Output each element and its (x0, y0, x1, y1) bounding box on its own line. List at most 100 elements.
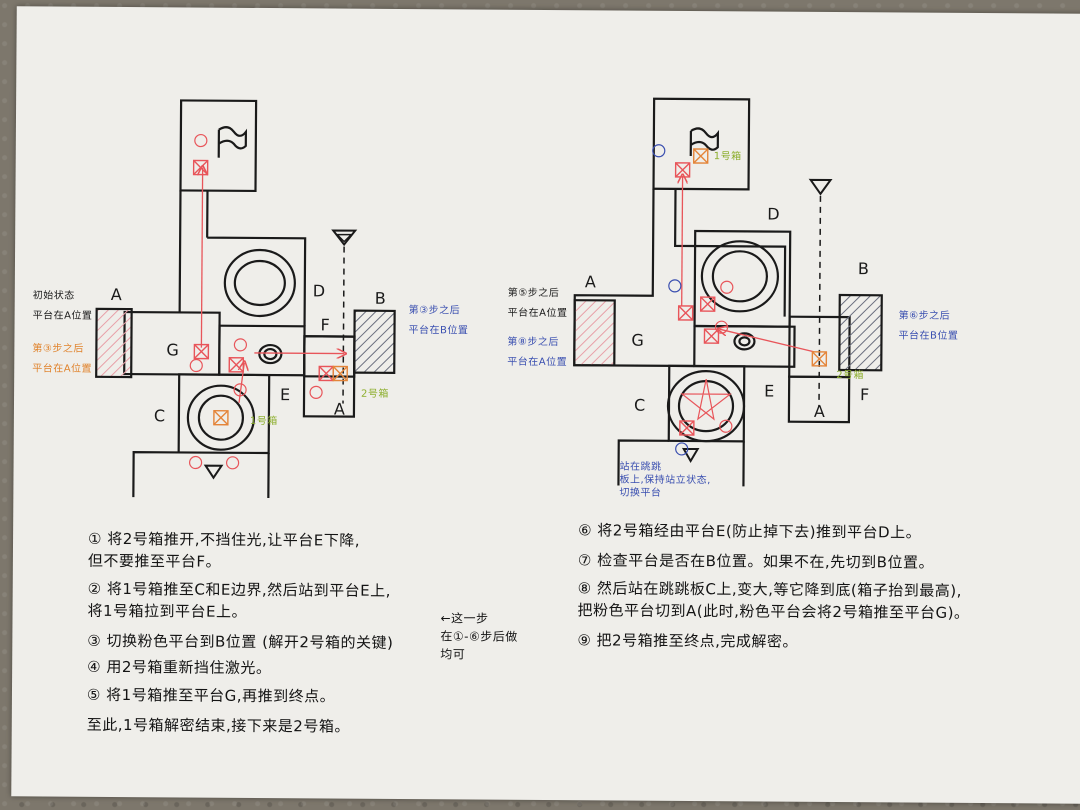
right-box1-goal-icon (692, 148, 709, 164)
right-boxes (674, 148, 828, 436)
left-label-B: B (375, 289, 386, 308)
right-box-C-icon (679, 420, 695, 436)
left-route-laser-h (254, 353, 344, 354)
right-box1-goal-note: 1号箱 (713, 151, 742, 163)
side-note: ←这一步 在①-⑥步后做 均可 (440, 611, 518, 662)
right-step-note-A-blue: 第⑧步之后 平台在A位置 (507, 336, 568, 369)
right-label-B: B (858, 259, 869, 278)
left-boxes (192, 159, 348, 426)
left-step3-note-right: 第③步之后 平台在B位置 (408, 305, 469, 337)
left-marker-2 (233, 383, 247, 397)
left-marker-3b (225, 456, 240, 470)
right-marker-6 (720, 280, 734, 294)
puzzle-diagram: A B D F G C E A (95, 97, 883, 499)
right-label-F: F (860, 385, 869, 404)
left-marker-5-G (189, 358, 203, 373)
left-big-ring-inner (233, 259, 286, 307)
left-laser-emitter-icon (331, 229, 358, 247)
right-step-markers (652, 144, 734, 456)
left-box-G-icon (193, 343, 210, 360)
instruction-step-1b: 但不要推至平台F。 (87, 551, 222, 571)
right-marker-6b (719, 419, 733, 433)
left-small-ring-inner (263, 347, 278, 361)
right-bottom-room (617, 439, 745, 487)
right-box2-icon (811, 351, 828, 367)
left-label-E: E (280, 385, 290, 404)
right-route-box2-to-goal (682, 176, 683, 306)
right-label-E: E (764, 382, 774, 401)
right-box2-note: 2号箱 (836, 370, 865, 382)
right-jump-star-icon (680, 378, 732, 421)
instruction-step-7: ⑦ 检查平台是否在B位置。如果不在,先切到B位置。 (577, 551, 935, 572)
left-marker-5-top (194, 133, 208, 148)
left-laser-beam (342, 246, 345, 404)
instruction-step-2b: 将1号箱拉到平台E上。 (87, 601, 248, 621)
right-small-ring-outer (733, 332, 756, 351)
left-bottom-room (132, 450, 270, 499)
left-marker-3a (188, 455, 203, 470)
paper-sheet: A B D F G C E A (11, 6, 1080, 804)
right-jump-board-note: 站在跳跳 板上,保持站立状态, 切换平台 (619, 461, 711, 499)
left-step3-note-orange: 第③步之后 平台在A位置 (32, 343, 93, 375)
right-step-note-B: 第⑥步之后 平台在B位置 (898, 310, 959, 342)
left-label-F: F (320, 315, 329, 334)
left-jump-pad-inner (197, 394, 245, 441)
left-jump-room-C (177, 373, 271, 455)
left-marker-1 (309, 385, 323, 399)
right-box-D-icon (699, 296, 716, 312)
right-route-box2-to-D (719, 329, 815, 353)
left-laser-emitter-inner-icon (335, 233, 353, 243)
left-big-ring-outer (223, 248, 296, 318)
instruction-step-5: ⑤ 将1号箱推至平台G,再推到终点。 (86, 685, 336, 706)
left-route-box1-to-goal (201, 168, 202, 348)
instruction-summary: 至此,1号箱解密结束,接下来是2号箱。 (86, 715, 350, 736)
right-gray-platform-B (838, 293, 883, 372)
left-box-F-icon (318, 365, 334, 382)
right-label-A: A (585, 272, 596, 291)
right-pink-platform-A (573, 299, 616, 367)
right-jump-pad-outer (666, 369, 746, 443)
left-label-A-bottom: A (334, 399, 345, 418)
left-platform-center (218, 324, 306, 377)
left-goal-flag-icon (217, 126, 248, 158)
left-label-A-top: A (111, 285, 122, 304)
instruction-step-9: ⑨ 把2号箱推至终点,完成解密。 (577, 631, 798, 651)
instruction-step-4: ④ 用2号箱重新挡住激光。 (87, 657, 272, 678)
right-goal-room (652, 97, 751, 191)
right-map (573, 97, 883, 487)
instruction-step-3: ③ 切换粉色平台到B位置 (解开2号箱的关键) (87, 631, 394, 652)
left-initial-state-note: 初始状态 平台在A位置 (32, 290, 93, 322)
right-routes (681, 176, 815, 353)
right-laser-emitter-icon (808, 178, 833, 196)
left-map (95, 99, 396, 499)
right-marker-9 (652, 144, 666, 158)
left-jump-pad-outer (186, 384, 256, 451)
left-step-markers (188, 133, 323, 470)
right-marker-8b (675, 442, 689, 456)
left-goal-room (179, 99, 258, 193)
right-big-ring-outer (700, 240, 780, 313)
right-box-goal-icon (674, 162, 691, 178)
left-box1-icon (213, 409, 229, 426)
right-box-center-icon (703, 328, 720, 344)
instruction-step-8b: 把粉色平台切到A(此时,粉色平台会将2号箱推至平台G)。 (577, 601, 970, 622)
right-jump-pad-inner (677, 379, 735, 433)
left-corridor (178, 190, 307, 327)
right-goal-flag-icon (689, 127, 720, 156)
left-label-G: G (166, 340, 179, 359)
left-platform-A-bottom (302, 335, 356, 418)
right-label-A-bottom: A (814, 402, 825, 421)
instruction-step-8a: ⑧ 然后站在跳跳板C上,变大,等它降到底(箱子抬到最高), (577, 579, 962, 600)
left-gray-platform-B (353, 309, 396, 375)
right-labels: A B D G C E F A (585, 205, 870, 421)
right-small-ring-inner (738, 336, 751, 347)
instruction-step-6: ⑥ 将2号箱经由平台E(防止掉下去)推到平台D上。 (578, 521, 922, 542)
left-box2-icon (332, 365, 348, 382)
right-label-D: D (767, 205, 779, 224)
left-marker-4 (233, 338, 248, 352)
left-laser-receiver-icon (203, 464, 224, 480)
instruction-step-2a: ② 将1号箱推至C和E边界,然后站到平台E上, (87, 579, 391, 600)
right-label-G: G (631, 331, 644, 350)
right-step-note-A: 第⑤步之后 平台在A位置 (507, 287, 568, 320)
left-box-goal-icon (192, 159, 209, 176)
